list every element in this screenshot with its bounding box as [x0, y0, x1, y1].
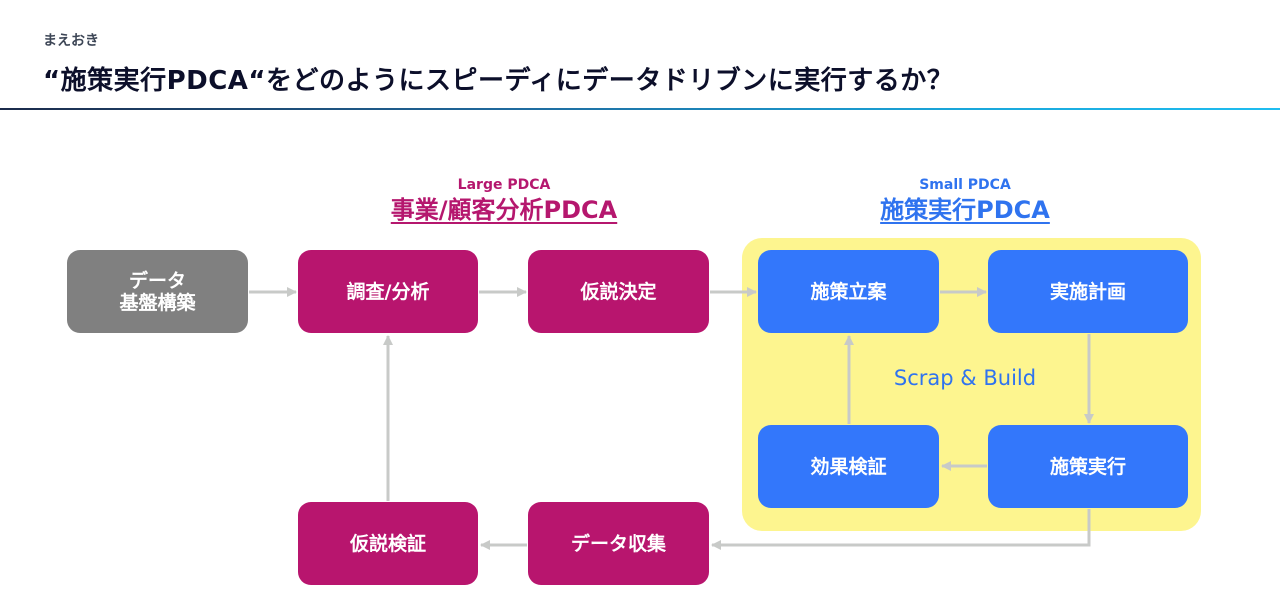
large-pdca-label: Large PDCA 事業/顧客分析PDCA: [349, 176, 659, 226]
cycle-label: Scrap & Build: [893, 366, 1037, 390]
node-data-foundation-line1: データ: [128, 269, 186, 292]
arrow-execution-to-collection: [711, 509, 1091, 550]
section-subtitle: まえおき: [43, 33, 99, 49]
title-divider: [0, 108, 1280, 110]
small-pdca-label: Small PDCA 施策実行PDCA: [812, 176, 1118, 226]
small-pdca-title: 施策実行PDCA: [880, 196, 1050, 224]
node-hypothesis-decision[interactable]: 仮説決定: [528, 250, 709, 333]
node-effect-verification[interactable]: 効果検証: [758, 425, 939, 508]
node-research[interactable]: 調査/分析: [298, 250, 478, 333]
node-execution[interactable]: 施策実行: [988, 425, 1188, 508]
node-data-collection[interactable]: データ収集: [528, 502, 709, 585]
node-data-foundation[interactable]: データ 基盤構築: [67, 250, 248, 333]
small-pdca-caption: Small PDCA: [919, 177, 1011, 193]
large-pdca-title: 事業/顧客分析PDCA: [390, 196, 618, 224]
node-implementation-plan[interactable]: 実施計画: [988, 250, 1188, 333]
large-pdca-caption: Large PDCA: [457, 177, 551, 193]
node-hypothesis-verification[interactable]: 仮説検証: [298, 502, 478, 585]
node-data-foundation-line2: 基盤構築: [119, 291, 196, 314]
node-planning[interactable]: 施策立案: [758, 250, 939, 333]
page-title: “施策実行PDCA“をどのようにスピーディにデータドリブンに実行するか？: [43, 66, 954, 96]
